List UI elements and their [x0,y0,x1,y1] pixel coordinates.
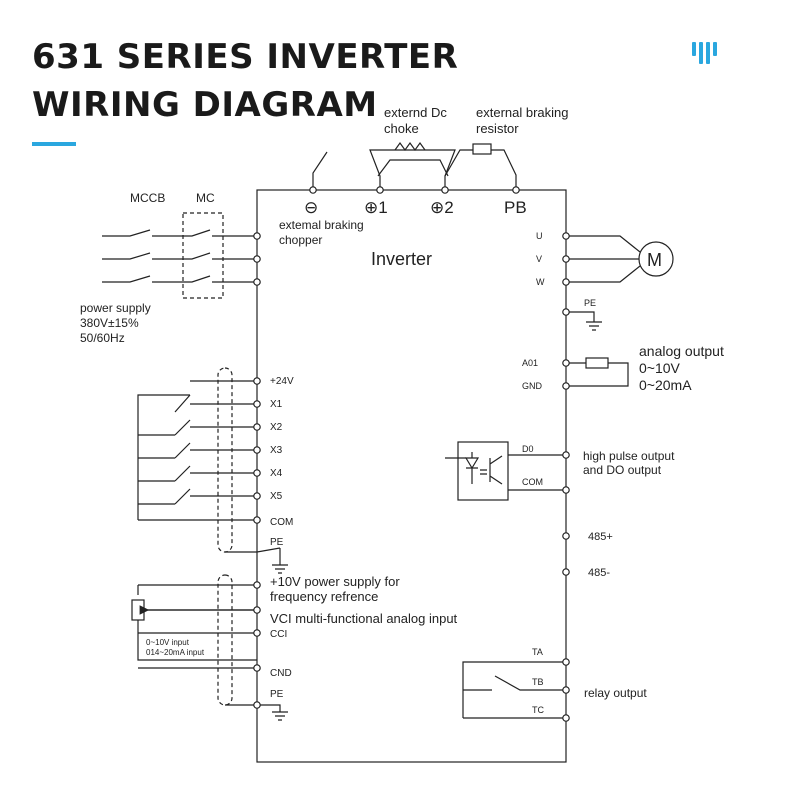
analog-note-1: 0~10V input [146,638,190,647]
terminal-gnd-out: GND [522,381,543,391]
do-output-1: high pulse output [583,449,675,463]
terminal-pb: PB [504,198,527,217]
terminal-plus2: ⊕2 [430,198,454,217]
label-resistor-1: external braking [476,105,569,120]
label-ref-2: frequency refrence [270,589,378,604]
terminal-plus1: ⊕1 [364,198,388,217]
analog-output-resistor [585,357,609,369]
terminal-a01: A01 [522,358,538,368]
terminal-u: U [536,231,543,241]
label-mc: MC [196,191,215,205]
terminal-pe-in: PE [270,537,284,548]
analog-output-1: analog output [639,343,724,359]
terminal-x4: X4 [270,468,283,479]
terminal-w: W [536,277,545,287]
terminal-v: V [536,254,542,264]
inverter-label: Inverter [371,249,432,269]
terminal-pe-motor: PE [584,298,596,308]
terminal-com-out: COM [522,477,543,487]
label-resistor-2: resistor [476,121,519,136]
label-vci: VCI multi-functional analog input [270,611,458,626]
analog-output-3: 0~20mA [639,377,692,393]
terminal-pe-analog: PE [270,689,284,700]
analog-note-2: 014~20mA input [146,648,205,657]
potentiometer [131,599,145,621]
terminal-ta: TA [532,647,543,657]
label-choke-2: choke [384,121,419,136]
brand-logo-icon [692,42,718,64]
motor-circle [638,241,674,277]
terminal-minus: ⊖ [304,198,318,217]
terminal-d0: D0 [522,444,534,454]
power-supply-1: power supply [80,301,151,315]
terminal-x5: X5 [270,491,283,502]
terminal-485-minus: 485- [588,567,610,579]
terminal-485-plus: 485+ [588,531,613,543]
terminal-tc: TC [532,705,544,715]
label-chopper-1: extemal braking [279,218,364,232]
relay-output-label: relay output [584,686,647,700]
braking-resistor [472,143,492,155]
power-supply-2: 380V±15% [80,316,139,330]
terminal-24v: +24V [270,376,294,387]
terminal-com-in: COM [270,517,293,528]
power-supply-3: 50/60Hz [80,331,125,345]
label-chopper-2: chopper [279,233,322,247]
label-mccb: MCCB [130,191,165,205]
terminal-gnd-in: CND [270,668,292,679]
label-ref-1: +10V power supply for [270,574,400,589]
terminal-x1: X1 [270,399,283,410]
do-output-2: and DO output [583,463,662,477]
motor-label: M [647,250,662,270]
optocoupler-box [457,441,509,501]
terminal-tb: TB [532,677,544,687]
label-choke-1: externd Dc [384,105,447,120]
title-line-2: WIRING DIAGRAM [32,85,378,125]
analog-output-2: 0~10V [639,360,681,376]
input-shield [217,367,233,553]
inverter-box [256,189,567,763]
terminal-x3: X3 [270,445,283,456]
terminal-x2: X2 [270,422,283,433]
title-accent-bar [32,142,76,146]
analog-shield [217,574,233,706]
terminal-cci: CCI [270,629,287,640]
title-line-1: 631 SERIES INVERTER [32,37,459,77]
